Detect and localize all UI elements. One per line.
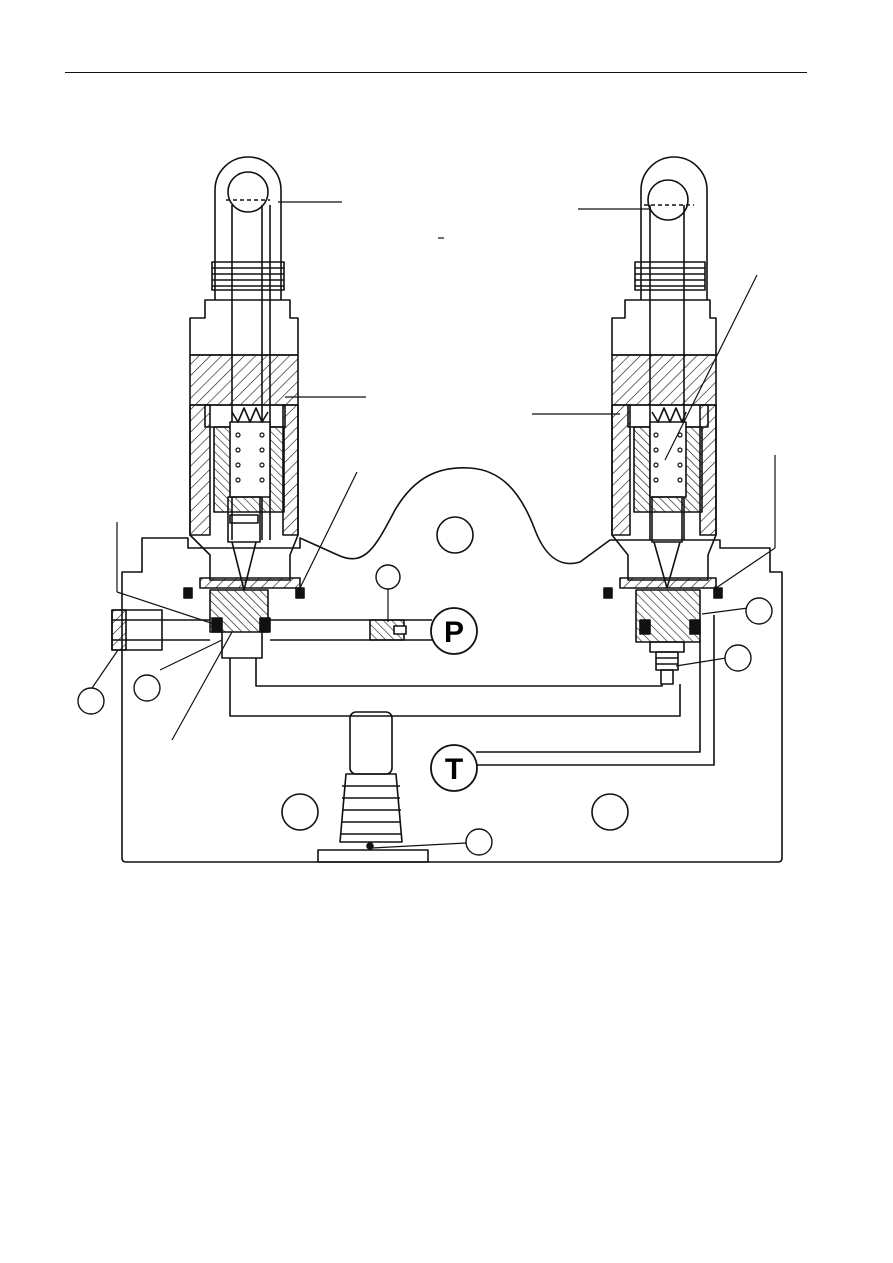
right-cartridge xyxy=(603,156,723,685)
pressure-channel xyxy=(111,609,432,651)
callout-circles xyxy=(77,564,773,856)
callout-circle xyxy=(77,687,105,715)
callout-circle xyxy=(375,564,401,590)
mounting-hole xyxy=(436,516,474,554)
tank-port-label: T xyxy=(445,753,463,786)
leader-lines xyxy=(91,201,776,849)
callout-circle xyxy=(133,674,161,702)
tank-channels xyxy=(229,615,715,863)
mounting-hole xyxy=(591,793,629,831)
tank-port-circle xyxy=(430,744,478,792)
mounting-hole xyxy=(281,793,319,831)
left-cartridge xyxy=(183,156,305,659)
pressure-port-circle xyxy=(430,607,478,655)
pressure-port-label: P xyxy=(444,616,464,649)
valve-body-outline xyxy=(121,466,783,863)
header-rule xyxy=(65,72,807,73)
callout-circle xyxy=(724,644,752,672)
callout-circle xyxy=(745,597,773,625)
callout-circle xyxy=(465,828,493,856)
